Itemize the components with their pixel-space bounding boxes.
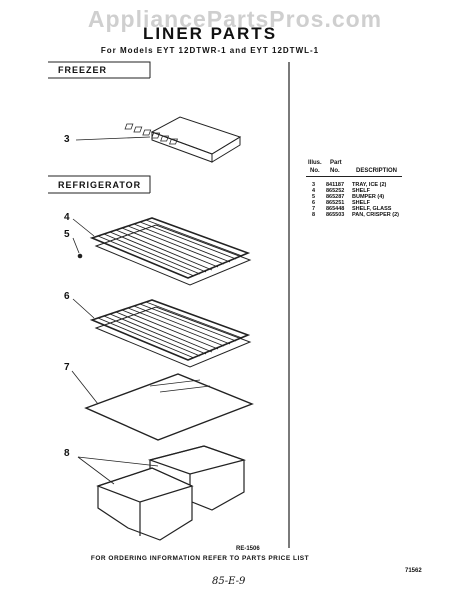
bumper-illustration xyxy=(77,253,83,259)
leader-3 xyxy=(75,136,151,141)
table-row: 5 865287 BUMPER (4) xyxy=(312,194,385,200)
table-rule xyxy=(306,176,402,177)
callout-8: 8 xyxy=(64,448,70,459)
table-row: 4 865252 SHELF xyxy=(312,188,371,194)
table-row: 6 865251 SHELF xyxy=(312,200,371,206)
header-description: DESCRIPTION xyxy=(356,168,398,174)
callout-5: 5 xyxy=(64,229,70,240)
handwritten-note: 85-E-9 xyxy=(212,576,246,587)
refrigerator-section-label: REFRIGERATOR xyxy=(58,180,142,190)
drawing-code: RE-1506 xyxy=(236,546,260,552)
freezer-section-label: FREEZER xyxy=(58,65,108,75)
leader-7 xyxy=(71,370,99,405)
leader-8a xyxy=(77,456,115,485)
ordering-footer: FOR ORDERING INFORMATION REFER TO PARTS … xyxy=(90,555,310,562)
page-title: LINER PARTS xyxy=(142,24,278,43)
leader-8b xyxy=(77,456,159,467)
header-no-2: No. xyxy=(330,168,340,174)
header-illus: Illus. xyxy=(308,160,322,166)
page-code: 71562 xyxy=(405,568,422,574)
header-part: Part xyxy=(330,160,342,166)
table-row: 3 841187 TRAY, ICE (2) xyxy=(312,182,387,188)
table-row: 7 865448 SHELF, GLASS xyxy=(312,206,392,212)
refrigerator-label-box xyxy=(48,175,151,193)
callout-6: 6 xyxy=(64,291,70,302)
leader-4 xyxy=(72,218,95,237)
callout-4: 4 xyxy=(64,212,70,223)
wire-shelf-upper xyxy=(89,217,252,286)
models-subtitle: For Models EYT 12DTWR-1 and EYT 12DTWL-1 xyxy=(100,46,320,55)
table-row: 8 865503 PAN, CRISPER (2) xyxy=(312,212,399,218)
watermark: AppliancePartsPros.com xyxy=(87,6,383,32)
callout-3: 3 xyxy=(64,134,70,145)
freezer-label-box xyxy=(48,61,151,78)
crisper-pan-front xyxy=(96,467,194,541)
glass-shelf-illustration xyxy=(84,373,254,441)
callout-7: 7 xyxy=(64,362,70,373)
leader-5 xyxy=(72,237,80,254)
leader-6 xyxy=(72,298,95,319)
wire-shelf-lower xyxy=(89,299,252,368)
ice-tray-illustration xyxy=(124,116,242,163)
header-no: No. xyxy=(310,168,320,174)
